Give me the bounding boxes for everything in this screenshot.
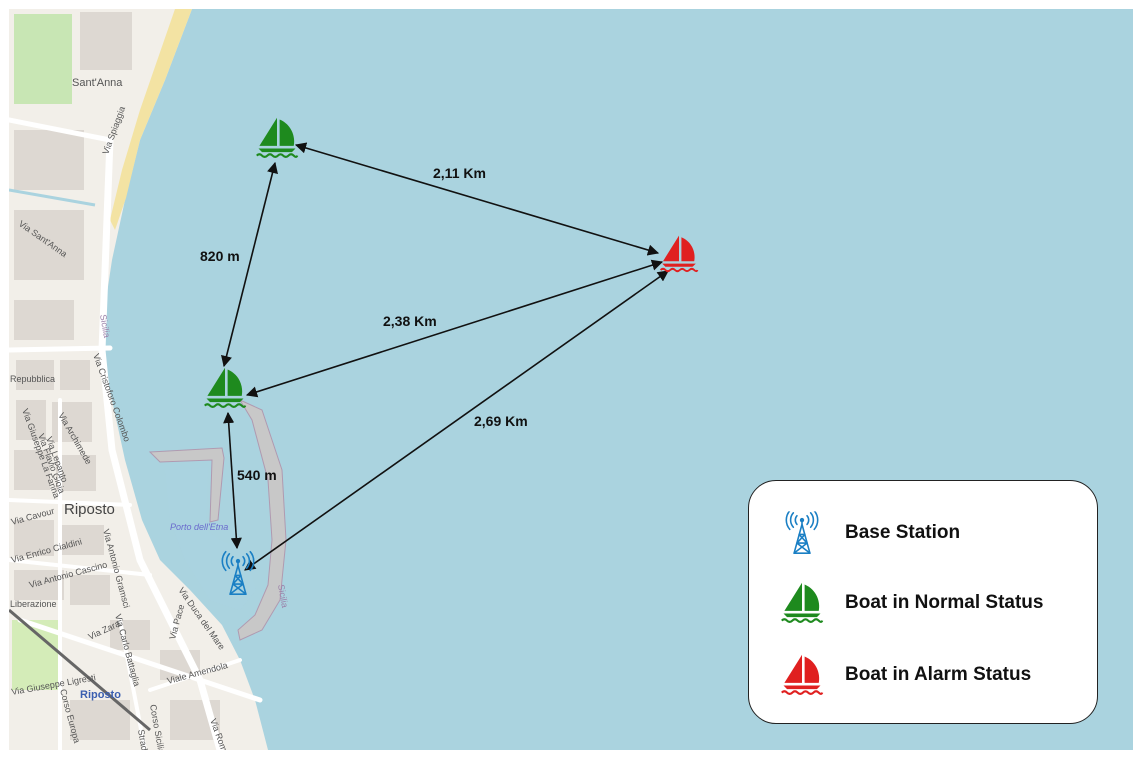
legend-item-base-station: Base Station xyxy=(777,503,960,563)
legend-item-normal-boat: Boat in Normal Status xyxy=(777,573,1043,633)
railway xyxy=(9,608,151,732)
base-station-icon xyxy=(777,503,827,563)
red-boat-icon xyxy=(777,645,827,705)
legend-label-alarm-boat: Boat in Alarm Status xyxy=(845,664,1032,685)
distance-label-middle-alarm: 2,38 Km xyxy=(383,313,437,329)
beach-strip xyxy=(110,9,192,230)
stream xyxy=(9,188,96,207)
map-canvas[interactable]: Sant'Anna Via Spiaggia Via Sant'Anna Rep… xyxy=(9,9,1133,750)
legend-label-base-station: Base Station xyxy=(845,522,961,543)
land-area xyxy=(9,9,268,750)
distance-label-middle-base: 540 m xyxy=(237,467,277,483)
label-sant-anna: Sant'Anna xyxy=(72,77,123,89)
label-town-riposto: Riposto xyxy=(64,501,115,518)
building-blocks xyxy=(14,12,220,740)
legend-label-normal-boat: Boat in Normal Status xyxy=(845,592,1044,613)
arrow-middle-to-base xyxy=(223,411,242,550)
legend-panel: Base Station Boat in Normal Status Boat … xyxy=(748,480,1098,724)
green-boat-icon xyxy=(777,573,827,633)
legend-item-alarm-boat: Boat in Alarm Status xyxy=(777,645,1031,705)
label-liberazione: Liberazione xyxy=(10,599,57,609)
distance-label-base-alarm: 2,69 Km xyxy=(474,413,528,429)
label-riposto-station: Riposto xyxy=(80,689,121,701)
label-porto: Porto dell'Etna xyxy=(170,522,228,532)
label-strada: Strada xyxy=(136,729,150,750)
distance-label-top-alarm: 2,11 Km xyxy=(433,165,486,181)
label-sicilia-pier: Sicilia xyxy=(276,584,290,609)
harbor-water xyxy=(165,468,256,610)
arrow-base-to-alarm xyxy=(244,270,669,571)
harbor-pier-inner xyxy=(148,447,225,523)
distance-label-top-middle: 820 m xyxy=(200,248,240,264)
arrow-top-to-alarm xyxy=(294,142,660,256)
label-sicilia-coast: Sicilia xyxy=(98,314,112,339)
label-repubblica: Repubblica xyxy=(10,374,55,384)
roads xyxy=(9,117,263,750)
park-area xyxy=(14,14,72,104)
